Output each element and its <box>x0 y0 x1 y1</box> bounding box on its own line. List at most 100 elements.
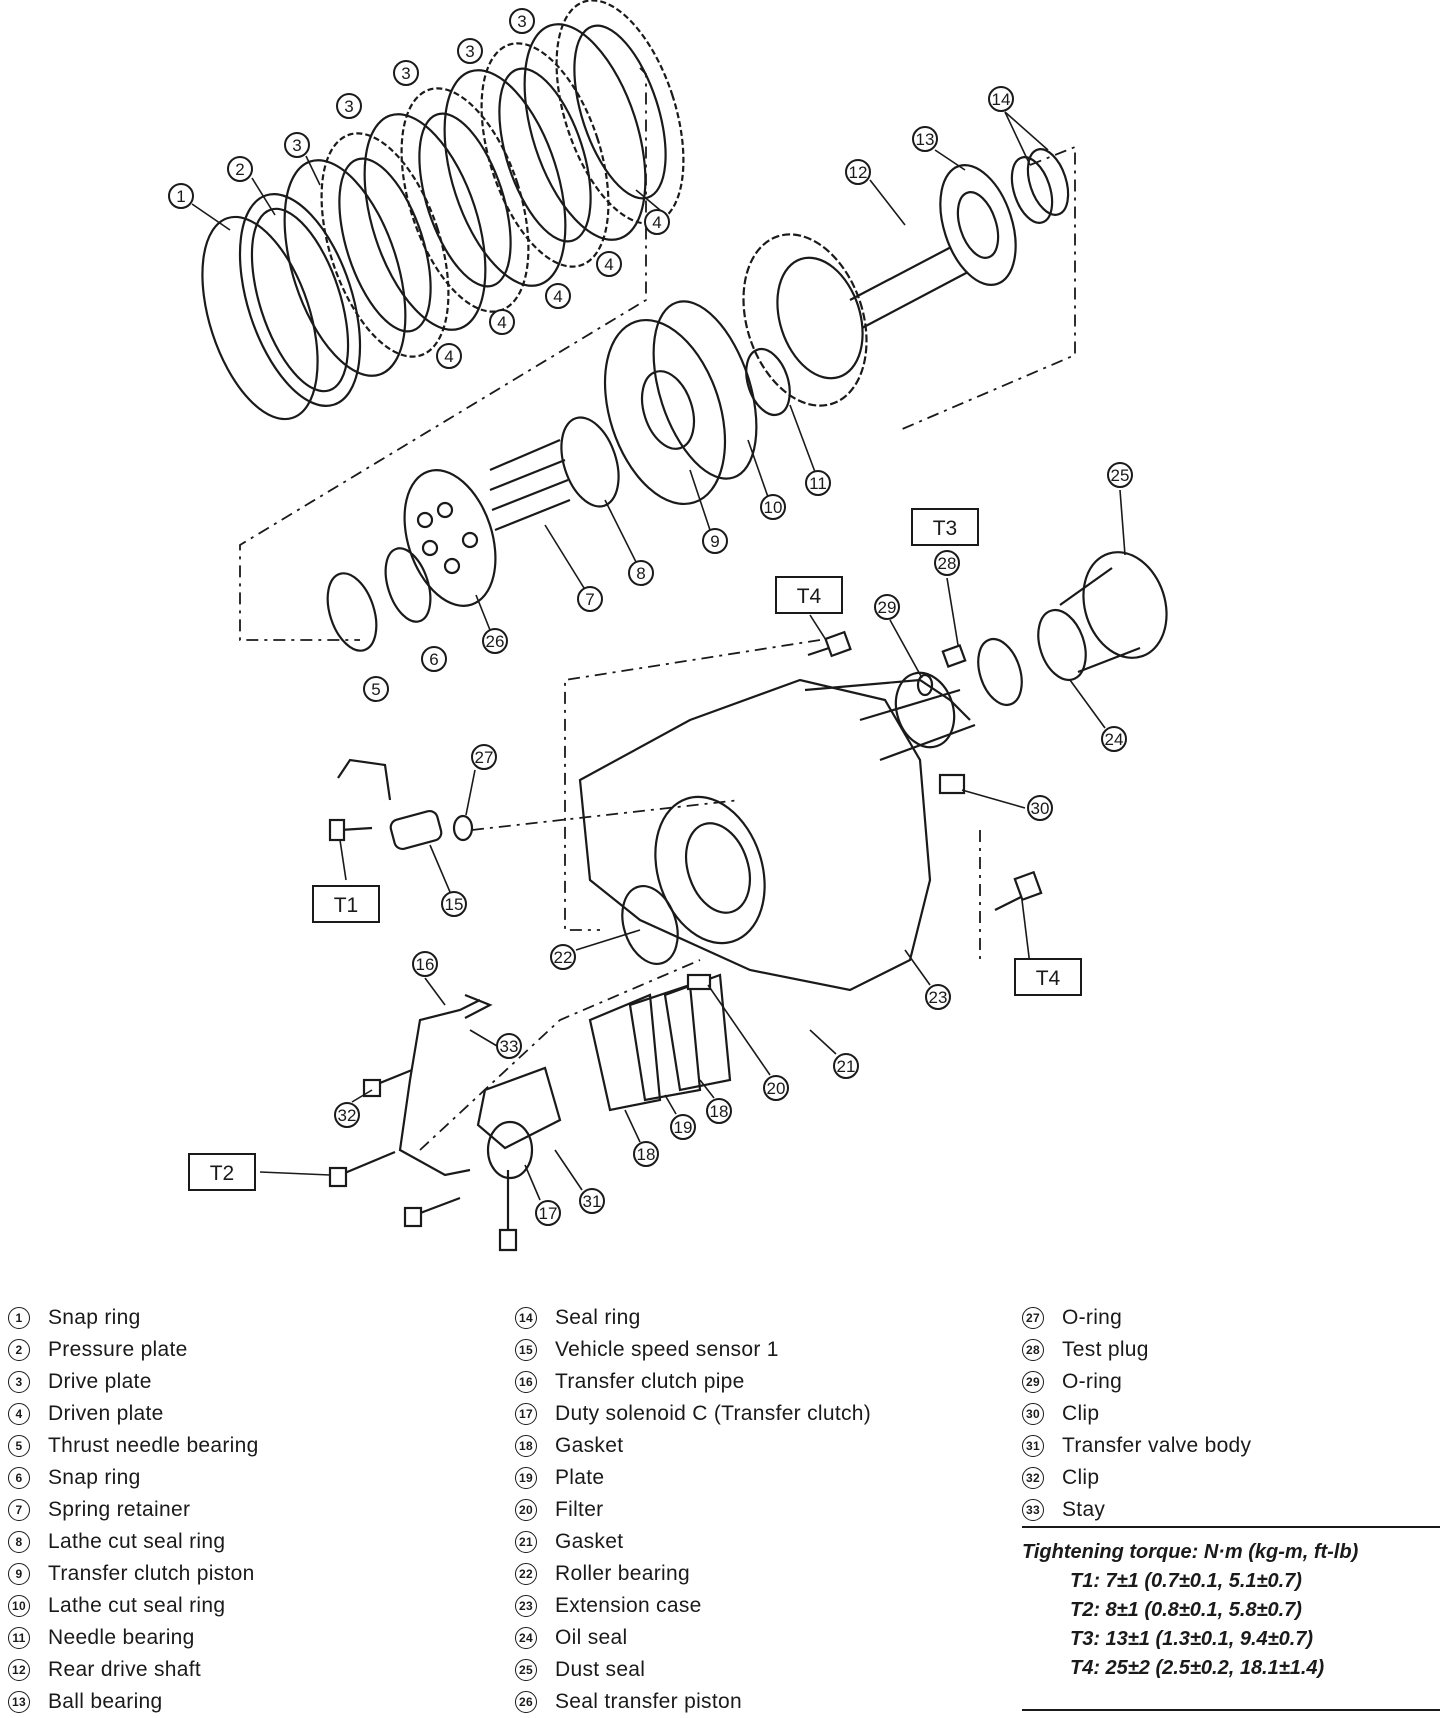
oil-seal-part <box>1037 608 1087 682</box>
svg-text:13: 13 <box>916 130 935 149</box>
legend-label: Lathe cut seal ring <box>48 1530 226 1553</box>
callout-3: 3 <box>393 60 419 86</box>
torque-label-t4: T4 <box>775 576 843 614</box>
legend-number: 27 <box>1022 1307 1044 1329</box>
svg-text:T3: T3 <box>933 517 958 540</box>
legend-number: 2 <box>8 1339 30 1361</box>
legend-number: 8 <box>8 1531 30 1553</box>
legend-number: 5 <box>8 1435 30 1457</box>
callout-2: 2 <box>227 156 253 182</box>
svg-text:4: 4 <box>652 213 661 232</box>
callout-25: 25 <box>1107 462 1133 488</box>
callout-18: 18 <box>706 1098 732 1124</box>
svg-text:4: 4 <box>604 255 613 274</box>
spring-retainer-part <box>403 438 571 607</box>
callout-14: 14 <box>988 86 1014 112</box>
svg-text:21: 21 <box>837 1057 856 1076</box>
callout-22: 22 <box>550 944 576 970</box>
svg-text:26: 26 <box>486 632 505 651</box>
svg-text:6: 6 <box>429 650 438 669</box>
torque-t4: T4: 25±2 (2.5±0.2, 18.1±1.4) <box>1070 1657 1325 1679</box>
legend-number: 9 <box>8 1563 30 1585</box>
svg-text:19: 19 <box>674 1118 693 1137</box>
torque-heading: Tightening torque: N·m (kg-m, ft-lb) <box>1022 1541 1359 1563</box>
svg-text:18: 18 <box>710 1102 729 1121</box>
transfer-clutch-pipe-part <box>398 993 493 1177</box>
legend-label: Duty solenoid C (Transfer clutch) <box>555 1402 872 1425</box>
svg-text:28: 28 <box>938 554 957 573</box>
legend-label: Lathe cut seal ring <box>48 1594 226 1617</box>
callout-4: 4 <box>545 283 571 309</box>
callout-10: 10 <box>760 494 786 520</box>
svg-text:11: 11 <box>809 474 827 493</box>
legend-label: Filter <box>555 1498 604 1521</box>
legend-number: 7 <box>8 1499 30 1521</box>
legend-number: 33 <box>1022 1499 1044 1521</box>
svg-text:1: 1 <box>176 187 185 206</box>
clip-30-part <box>938 773 966 795</box>
callout-19: 19 <box>670 1114 696 1140</box>
extension-case-part <box>578 671 976 992</box>
svg-text:T1: T1 <box>334 894 359 917</box>
torque-label-t3: T3 <box>911 508 979 546</box>
snap-ring-part <box>201 215 319 421</box>
svg-text:9: 9 <box>710 532 719 551</box>
legend-number: 23 <box>515 1595 537 1617</box>
svg-text:29: 29 <box>878 598 897 617</box>
rear-drive-shaft-part <box>742 148 1070 407</box>
torque-label-t1: T1 <box>312 885 380 923</box>
legend-label: Stay <box>1062 1498 1106 1521</box>
roller-bearing-part <box>621 885 679 965</box>
torque-t3: T3: 13±1 (1.3±0.1, 9.4±0.7) <box>1070 1628 1314 1650</box>
torque-t2: T2: 8±1 (0.8±0.1, 5.8±0.7) <box>1070 1599 1302 1621</box>
legend-number: 26 <box>515 1691 537 1713</box>
legend-number: 15 <box>515 1339 537 1361</box>
legend-label: Spring retainer <box>48 1498 191 1521</box>
svg-text:T2: T2 <box>210 1162 235 1185</box>
legend-number: 14 <box>515 1307 537 1329</box>
callout-33: 33 <box>496 1033 522 1059</box>
callout-27: 27 <box>471 744 497 770</box>
svg-text:8: 8 <box>636 564 645 583</box>
svg-text:30: 30 <box>1031 799 1050 818</box>
svg-text:32: 32 <box>338 1106 357 1125</box>
needle-bearing-part <box>745 347 791 417</box>
callout-28: 28 <box>934 550 960 576</box>
legend-label: Gasket <box>555 1434 624 1457</box>
svg-text:33: 33 <box>500 1037 519 1056</box>
callout-30: 30 <box>1027 795 1053 821</box>
svg-text:18: 18 <box>637 1145 656 1164</box>
svg-text:4: 4 <box>497 313 506 332</box>
torque-t1: T1: 7±1 (0.7±0.1, 5.1±0.7) <box>1070 1570 1302 1592</box>
vehicle-speed-sensor-part <box>328 758 474 851</box>
legend-number: 16 <box>515 1371 537 1393</box>
bolts-valve <box>328 1068 461 1228</box>
clutch-plate-stack <box>283 0 685 377</box>
svg-text:4: 4 <box>444 347 453 366</box>
exploded-diagram: 1233333444441213141110987266525282924302… <box>168 0 1168 1252</box>
leader-lines <box>191 111 1126 1201</box>
valve-axis <box>419 959 701 1151</box>
callout-4: 4 <box>644 209 670 235</box>
svg-text:T4: T4 <box>797 585 822 608</box>
callout-9: 9 <box>702 528 728 554</box>
callout-29: 29 <box>874 594 900 620</box>
